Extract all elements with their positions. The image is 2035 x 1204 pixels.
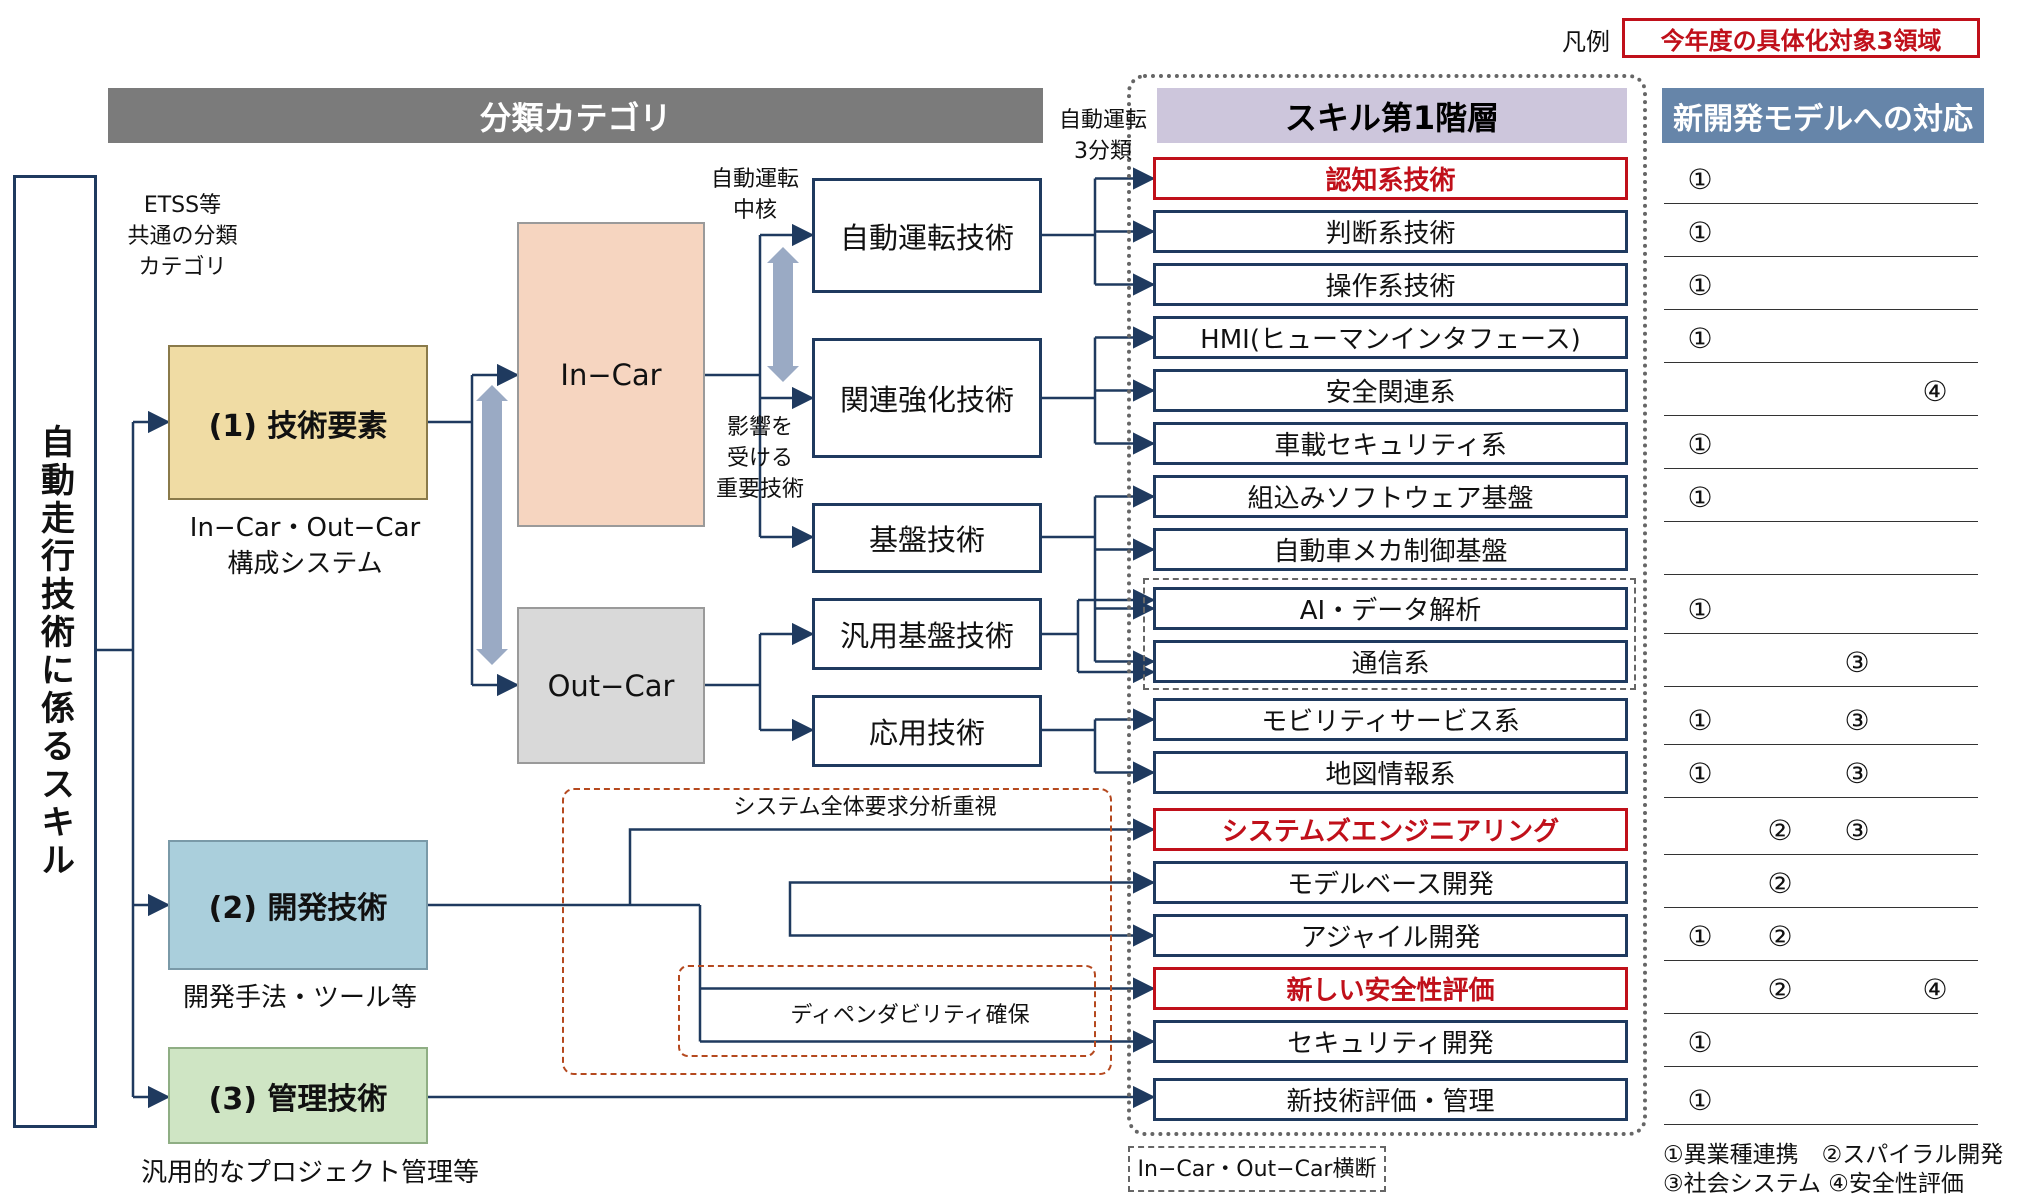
mark-symbol: ① — [1687, 756, 1713, 790]
mark-row-line — [1664, 1066, 1978, 1067]
mark-symbol: ② — [1767, 866, 1793, 900]
skill-box: モビリティサービス系 — [1153, 698, 1628, 741]
skill-level1-header: スキル第1階層 — [1157, 88, 1627, 143]
etss-note-text: ETSS等 共通の分類 カテゴリ — [127, 193, 238, 280]
category-header: 分類カテゴリ — [108, 88, 1043, 143]
skill-box: 地図情報系 — [1153, 751, 1628, 794]
mark-row-line — [1664, 256, 1978, 257]
mark-row-line — [1664, 521, 1978, 522]
mark-row-line — [1664, 854, 1978, 855]
skill-box: 安全関連系 — [1153, 369, 1628, 412]
root-skill-box: 自動走行技術に係るスキル — [13, 175, 97, 1128]
mark-symbol: ③ — [1844, 756, 1870, 790]
out-car-box: Out−Car — [517, 607, 705, 764]
skill-box: 通信系 — [1153, 640, 1628, 683]
mark-symbol: ② — [1767, 813, 1793, 847]
legend-label: 凡例 — [1562, 28, 1610, 56]
skill-column-frame — [1127, 74, 1647, 1136]
annotation-three-class: 自動運転 3分類 — [1058, 108, 1147, 164]
in-car-box: In−Car — [517, 222, 705, 527]
skill-box: 新しい安全性評価 — [1153, 967, 1628, 1010]
mark-symbol: ① — [1687, 480, 1713, 514]
skill-box: 判断系技術 — [1153, 210, 1628, 253]
ai-comm-frame — [1143, 578, 1636, 690]
tech-platform: 基盤技術 — [812, 503, 1042, 573]
skill-box: モデルベース開発 — [1153, 861, 1628, 904]
annotation-affected: 影響を 受ける 重要技術 — [715, 415, 804, 502]
category-tech-elements: (1) 技術要素 — [168, 345, 428, 500]
system-req-frame — [562, 788, 1112, 1075]
skill-box: AI・データ解析 — [1153, 587, 1628, 630]
mark-symbol: ① — [1687, 162, 1713, 196]
mark-row-line — [1664, 309, 1978, 310]
mark-symbol: ① — [1687, 321, 1713, 355]
etss-note: ETSS等 共通の分類 カテゴリ — [100, 190, 265, 283]
in-out-double-arrow — [476, 385, 508, 665]
mark-symbol: ③ — [1844, 813, 1870, 847]
mark-row-line — [1664, 415, 1978, 416]
mark-symbol: ② — [1767, 919, 1793, 953]
annotation-system-req: システム全体要求分析重視 — [690, 792, 1040, 823]
mark-symbol: ① — [1687, 427, 1713, 461]
mark-row-line — [1664, 362, 1978, 363]
dependability-frame — [678, 965, 1096, 1057]
category-tech-elements-caption: In−Car・Out−Car 構成システム — [189, 513, 421, 579]
mark-row-line — [1664, 744, 1978, 745]
footnote-line2: ③社会システム ④安全性評価 — [1663, 1171, 1964, 1197]
skill-box: 認知系技術 — [1153, 157, 1628, 200]
skill-box: 組込みソフトウェア基盤 — [1153, 475, 1628, 518]
tech-application: 応用技術 — [812, 695, 1042, 767]
new-model-header: 新開発モデルへの対応 — [1662, 88, 1984, 143]
skill-box: 操作系技術 — [1153, 263, 1628, 306]
mark-row-line — [1664, 468, 1978, 469]
mark-symbol: ④ — [1922, 972, 1948, 1006]
legend-box: 今年度の具体化対象3領域 — [1622, 18, 1980, 58]
mark-row-line — [1664, 907, 1978, 908]
mark-symbol: ① — [1687, 268, 1713, 302]
mark-symbol: ④ — [1922, 374, 1948, 408]
mark-symbol: ② — [1767, 972, 1793, 1006]
skill-box: システムズエンジニアリング — [1153, 808, 1628, 851]
category-mgmt-tech: (3) 管理技術 — [168, 1047, 428, 1144]
skill-box: アジャイル開発 — [1153, 914, 1628, 957]
skill-box: 自動車メカ制御基盤 — [1153, 528, 1628, 571]
mark-symbol: ① — [1687, 1083, 1713, 1117]
mark-symbol: ① — [1687, 919, 1713, 953]
footnote-line1: ①異業種連携 ②スパイラル開発 — [1663, 1142, 2004, 1168]
tech-general-platform: 汎用基盤技術 — [812, 598, 1042, 670]
mark-row-line — [1664, 797, 1978, 798]
core-affected-double-arrow — [767, 247, 799, 382]
mark-symbol: ③ — [1844, 703, 1870, 737]
root-skill-label: 自動走行技術に係るスキル — [34, 423, 75, 880]
mark-symbol: ① — [1687, 592, 1713, 626]
mark-row-line — [1664, 960, 1978, 961]
tech-autonomous-driving: 自動運転技術 — [812, 178, 1042, 293]
mark-symbol: ③ — [1844, 645, 1870, 679]
category-dev-tech: (2) 開発技術 — [168, 840, 428, 970]
annotation-dependability: ディペンダビリティ確保 — [760, 1000, 1060, 1031]
mark-row-line — [1664, 633, 1978, 634]
mark-symbol: ① — [1687, 1025, 1713, 1059]
tech-related-enhancement: 関連強化技術 — [812, 338, 1042, 458]
skill-box: 車載セキュリティ系 — [1153, 422, 1628, 465]
category-dev-tech-caption: 開発手法・ツール等 — [182, 983, 417, 1013]
category-mgmt-tech-caption: 汎用的なプロジェクト管理等 — [140, 1158, 479, 1188]
skill-box: 新技術評価・管理 — [1153, 1078, 1628, 1121]
annotation-crossing: In−Car・Out−Car横断 — [1128, 1146, 1386, 1192]
mark-row-line — [1664, 1013, 1978, 1014]
mark-symbol: ① — [1687, 215, 1713, 249]
skill-box: HMI(ヒューマンインタフェース) — [1153, 316, 1628, 359]
mark-symbol: ① — [1687, 703, 1713, 737]
mark-row-line — [1664, 686, 1978, 687]
mark-row-line — [1664, 1124, 1978, 1125]
skill-box: セキュリティ開発 — [1153, 1020, 1628, 1063]
mark-row-line — [1664, 574, 1978, 575]
mark-row-line — [1664, 203, 1978, 204]
annotation-core: 自動運転 中核 — [710, 167, 799, 223]
